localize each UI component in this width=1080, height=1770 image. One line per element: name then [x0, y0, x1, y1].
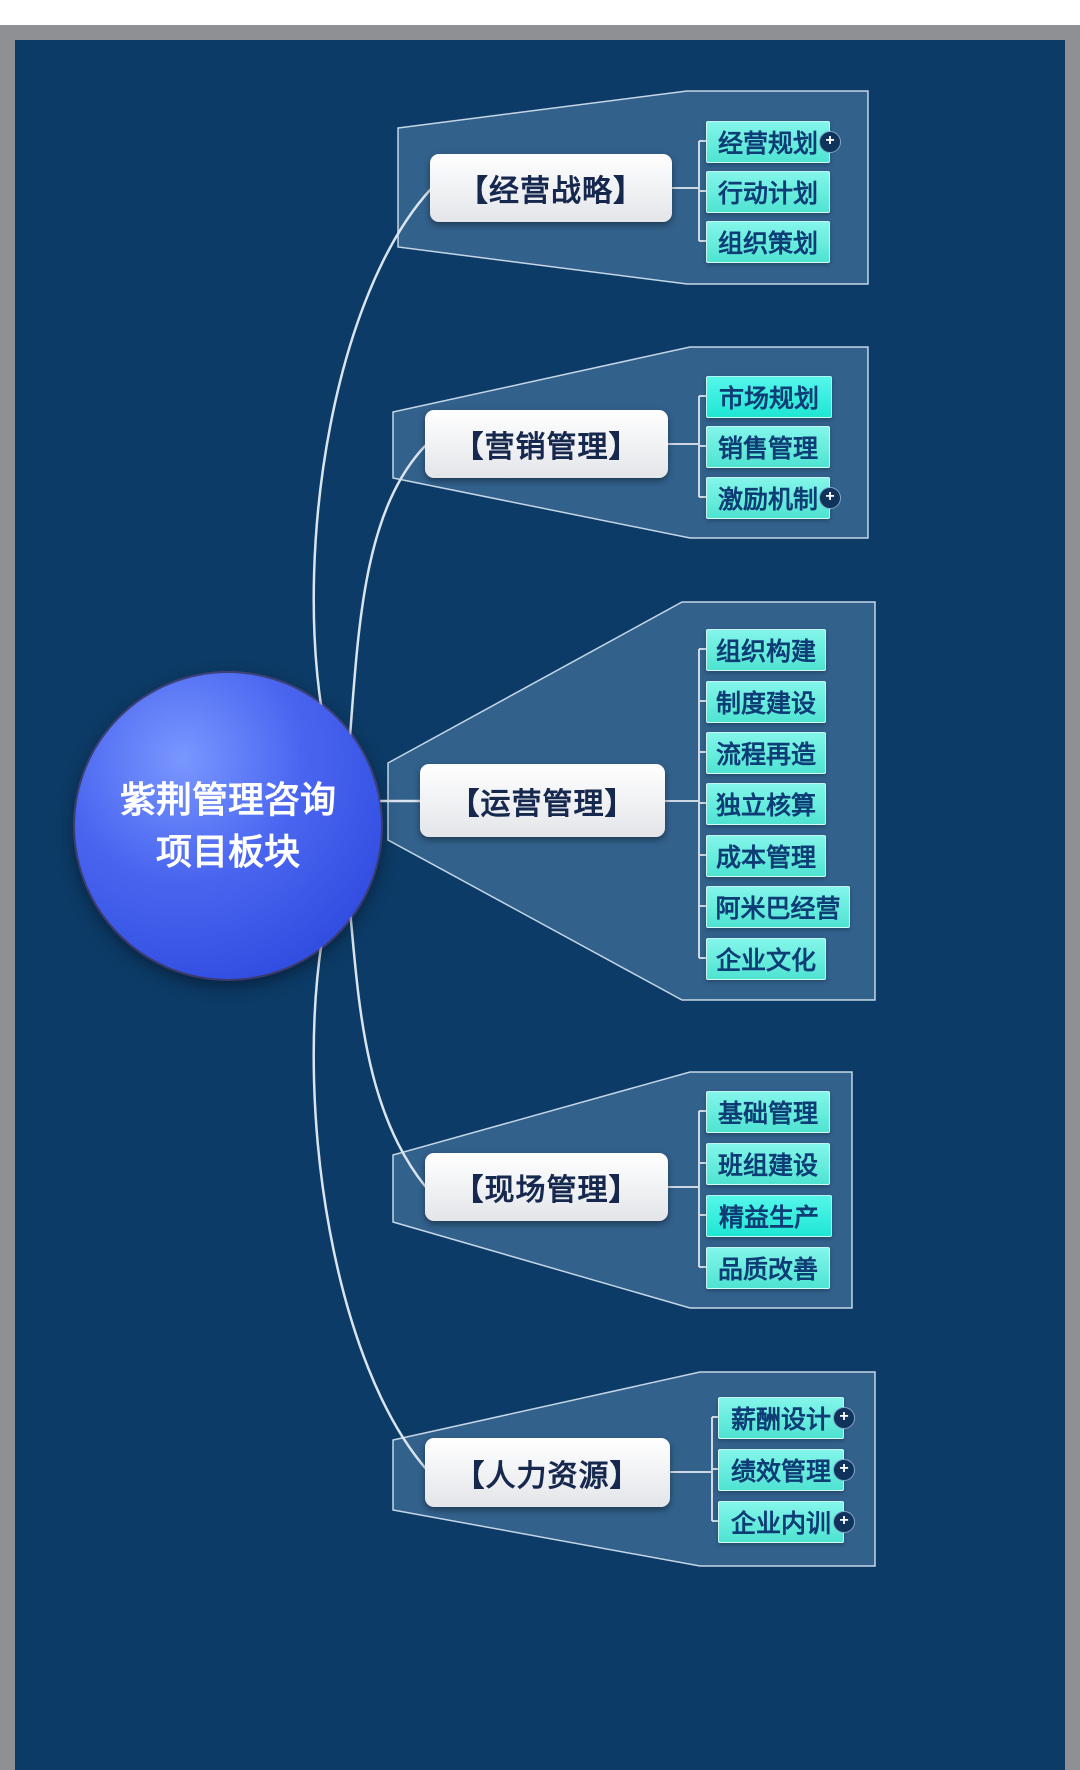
child-topic[interactable]: 行动计划: [706, 171, 830, 213]
child-topic-label: 独立核算: [715, 792, 816, 820]
expand-plus-icon[interactable]: +: [833, 1511, 855, 1533]
child-topic[interactable]: 班组建设: [706, 1143, 830, 1185]
expand-plus-icon[interactable]: +: [819, 131, 841, 153]
child-topic[interactable]: 精益生产: [706, 1195, 832, 1237]
branch-topic-strategy-label: 【经营战略】: [458, 175, 644, 208]
branch-topic-marketing-label: 【营销管理】: [453, 431, 640, 464]
child-topic-label: 基础管理: [717, 1100, 818, 1128]
child-topic-label: 精益生产: [718, 1204, 819, 1232]
branch-topic-site-label: 【现场管理】: [453, 1174, 640, 1207]
child-topic-label: 市场规划: [718, 385, 819, 413]
child-topic[interactable]: 流程再造: [706, 732, 826, 774]
child-topic[interactable]: 市场规划: [706, 376, 832, 418]
child-topic-label: 组织策划: [717, 230, 818, 258]
child-topic[interactable]: 制度建设: [706, 681, 826, 723]
expand-plus-icon[interactable]: +: [833, 1459, 855, 1481]
child-topic-label: 销售管理: [717, 435, 818, 463]
child-topic[interactable]: 激励机制 +: [706, 477, 841, 519]
branch-topic-operations[interactable]: 【运营管理】: [420, 764, 665, 837]
child-topic[interactable]: 绩效管理 +: [718, 1449, 855, 1491]
child-topic-label: 经营规划: [717, 130, 818, 158]
central-topic-line2: 项目板块: [155, 831, 300, 872]
child-topic[interactable]: 基础管理: [706, 1091, 830, 1133]
child-topic[interactable]: 品质改善: [706, 1247, 830, 1289]
child-topic-label: 行动计划: [717, 180, 818, 208]
child-topic-label: 激励机制: [717, 486, 818, 514]
child-topic[interactable]: 阿米巴经营: [706, 886, 850, 928]
child-topic-label: 班组建设: [717, 1152, 818, 1180]
child-topic-label: 流程再造: [715, 741, 816, 769]
child-topic-label: 绩效管理: [730, 1458, 831, 1486]
child-topic[interactable]: 企业文化: [706, 938, 826, 980]
child-topic-label: 组织构建: [715, 638, 816, 666]
child-topic[interactable]: 独立核算: [706, 783, 826, 825]
child-topic[interactable]: 销售管理: [706, 426, 830, 468]
child-topic-label: 成本管理: [715, 844, 816, 872]
child-topic[interactable]: 经营规划 +: [706, 121, 841, 163]
child-topic-label: 企业文化: [715, 947, 816, 975]
child-topic-label: 企业内训: [730, 1510, 831, 1538]
child-topic[interactable]: 组织构建: [706, 629, 826, 671]
child-topic[interactable]: 企业内训 +: [718, 1501, 855, 1543]
branch-topic-hr-label: 【人力资源】: [454, 1459, 641, 1493]
branch-topic-marketing[interactable]: 【营销管理】: [425, 410, 668, 478]
branch-topic-strategy[interactable]: 【经营战略】: [430, 154, 672, 222]
central-topic-line1: 紫荆管理咨询: [119, 778, 336, 820]
branch-topic-operations-label: 【运营管理】: [449, 787, 636, 821]
child-topic[interactable]: 组织策划: [706, 221, 830, 263]
expand-plus-icon[interactable]: +: [833, 1407, 855, 1429]
child-topic-label: 阿米巴经营: [715, 895, 841, 923]
branch-topic-hr[interactable]: 【人力资源】: [425, 1438, 670, 1507]
child-topic[interactable]: 成本管理: [706, 835, 826, 877]
child-topic-label: 薪酬设计: [730, 1406, 831, 1434]
child-topic[interactable]: 薪酬设计 +: [718, 1397, 855, 1439]
branch-topic-site[interactable]: 【现场管理】: [425, 1153, 668, 1221]
central-topic[interactable]: 紫荆管理咨询 项目板块: [75, 673, 381, 979]
child-topic-label: 品质改善: [717, 1256, 818, 1284]
expand-plus-icon[interactable]: +: [819, 487, 841, 509]
child-topic-label: 制度建设: [715, 690, 816, 718]
